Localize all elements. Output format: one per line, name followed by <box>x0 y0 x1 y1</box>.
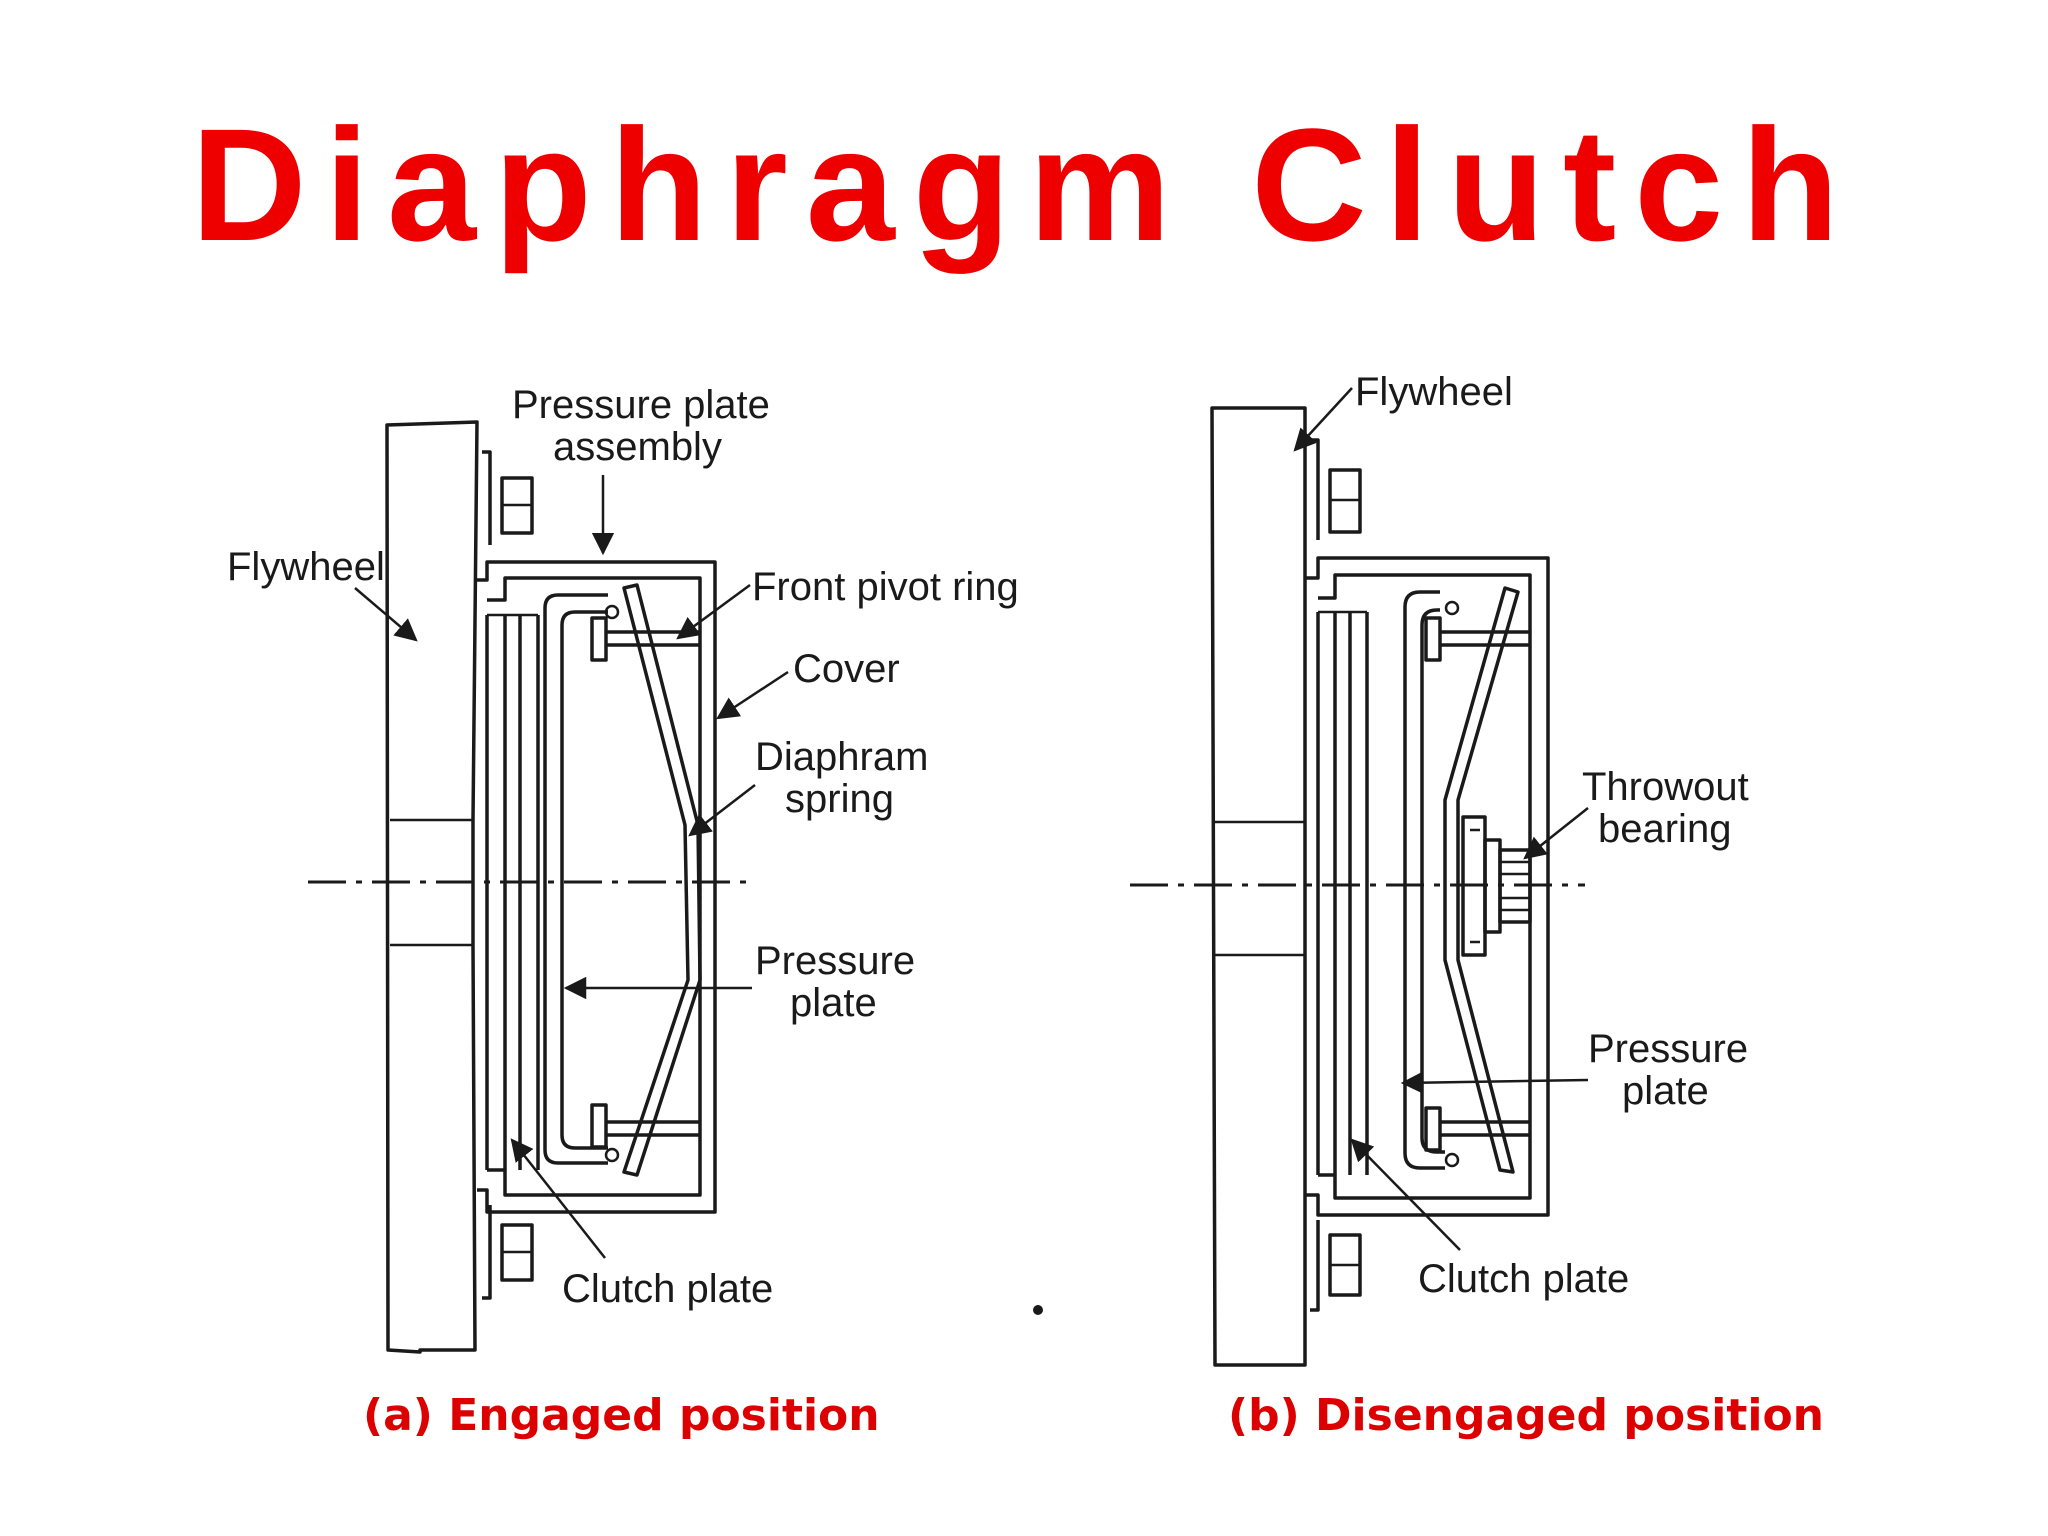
caption-disengaged: (b) Disengaged position <box>1228 1390 1824 1441</box>
label-pressure-plate-assembly-2: assembly <box>553 425 722 469</box>
label-pressure-plate-disengaged-2: plate <box>1622 1069 1709 1113</box>
page-title: Diaphragm Clutch <box>191 95 1857 274</box>
label-throwout-bearing-1: Throwout <box>1582 765 1749 809</box>
caption-engaged: (a) Engaged position <box>363 1390 880 1441</box>
label-flywheel-engaged: Flywheel <box>227 545 385 589</box>
label-diaphragm-spring-2: spring <box>785 777 894 821</box>
diaphragm-spring-engaged <box>622 583 702 1177</box>
label-front-pivot-ring: Front pivot ring <box>752 565 1019 609</box>
label-pressure-plate-engaged-1: Pressure <box>755 939 915 983</box>
label-clutch-plate-engaged: Clutch plate <box>562 1267 773 1311</box>
clutch-plate-disengaged <box>1316 610 1369 1175</box>
flywheel-engaged <box>385 420 479 1354</box>
label-flywheel-disengaged: Flywheel <box>1355 370 1513 414</box>
flywheel-disengaged <box>1210 406 1307 1367</box>
label-pressure-plate-engaged-2: plate <box>790 981 877 1025</box>
label-cover: Cover <box>793 647 900 691</box>
diaphragm-spring-disengaged <box>1443 586 1520 1174</box>
pressure-plate-engaged <box>543 593 608 1165</box>
bolt-top-disengaged <box>1310 438 1362 540</box>
label-throwout-bearing-2: bearing <box>1598 807 1731 851</box>
cover-engaged <box>477 560 717 1214</box>
disengaged-diagram <box>1130 406 1585 1367</box>
pivot-ring-disengaged <box>1424 600 1530 1168</box>
clutch-plate-engaged <box>485 613 540 1170</box>
label-pressure-plate-disengaged-1: Pressure <box>1588 1027 1748 1071</box>
label-clutch-plate-disengaged: Clutch plate <box>1418 1257 1629 1301</box>
bolt-top-engaged <box>482 450 534 545</box>
bolt-bottom-disengaged <box>1310 1220 1362 1312</box>
label-diaphragm-spring-1: Diaphram <box>755 735 928 779</box>
label-pressure-plate-assembly-1: Pressure plate <box>512 383 770 427</box>
engaged-diagram <box>308 420 752 1354</box>
bolt-bottom-engaged <box>482 1205 534 1300</box>
